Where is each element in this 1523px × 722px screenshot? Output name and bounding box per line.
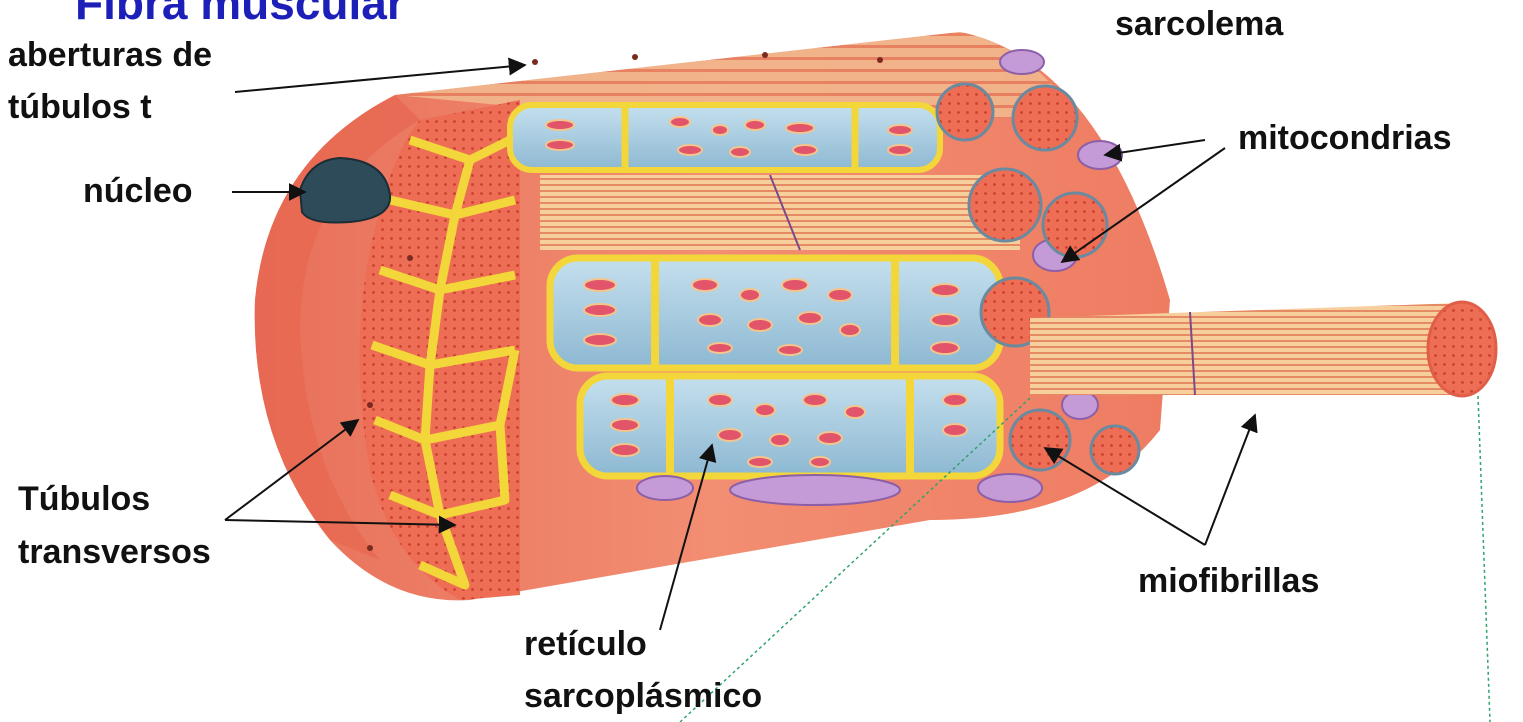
label-tubulos-line2: transversos (18, 531, 211, 574)
label-reticulo-line2: sarcoplásmico (524, 675, 762, 718)
label-miofibrillas: miofibrillas (1138, 560, 1319, 603)
label-tubulos-line1: Túbulos (18, 478, 150, 521)
label-mitocondrias: mitocondrias (1238, 117, 1451, 160)
arrow-miofibrillas-2 (1205, 415, 1255, 545)
label-aberturas-line2: túbulos t (8, 86, 152, 129)
label-sarcolema: sarcolema (1115, 3, 1283, 46)
label-reticulo-line1: retículo (524, 623, 647, 666)
sarcoplasmic-reticulum-row-2 (550, 258, 1000, 368)
title: Fibra muscular (75, 0, 405, 30)
label-aberturas-line1: aberturas de (8, 34, 212, 77)
sarcoplasmic-reticulum-row-3 (580, 376, 1000, 476)
label-nucleo: núcleo (83, 170, 193, 213)
extended-myofibril (1030, 302, 1496, 396)
myofibril-striated-row (540, 175, 1020, 250)
sarcoplasmic-reticulum-row-1 (510, 105, 940, 170)
